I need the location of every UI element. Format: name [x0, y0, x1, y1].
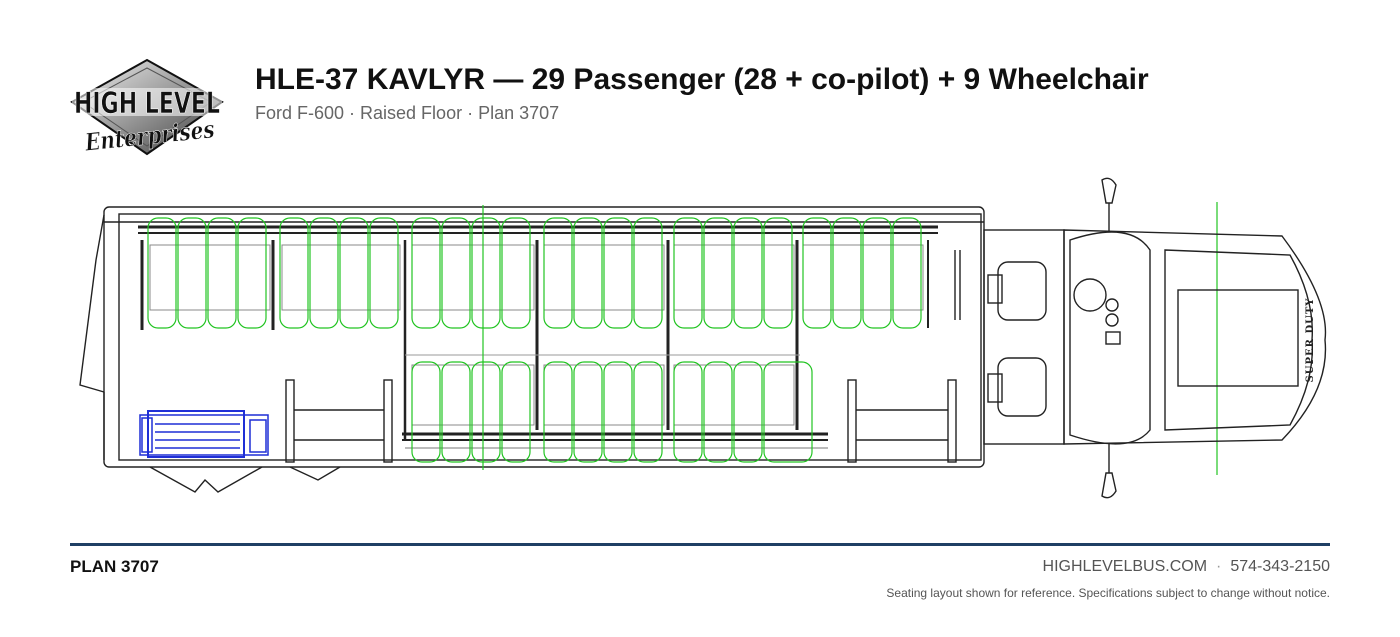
plan-number: PLAN 3707 — [70, 557, 159, 576]
phone-number[interactable]: 574-343-2150 — [1230, 558, 1330, 575]
bus-floor-plan: SUPER DUTY — [79, 177, 1327, 499]
svg-text:HIGH LEVEL: HIGH LEVEL — [74, 86, 220, 120]
contact-separator: · — [1216, 558, 1222, 575]
page-subtitle: Ford F-600 · Raised Floor · Plan 3707 — [255, 103, 560, 123]
company-logo: HIGH LEVEL Enterprises — [68, 58, 226, 160]
footer-divider — [70, 543, 1330, 546]
svg-text:SUPER DUTY: SUPER DUTY — [1305, 298, 1316, 383]
contact-info: HIGHLEVELBUS.COM · 574-343-2150 — [1043, 558, 1330, 576]
page-title: HLE-37 KAVLYR — 29 Passenger (28 + co-pi… — [255, 63, 1149, 96]
website-link[interactable]: HIGHLEVELBUS.COM — [1042, 558, 1208, 575]
disclaimer: Seating layout shown for reference. Spec… — [886, 586, 1330, 600]
wheelchair-lift — [139, 410, 269, 458]
